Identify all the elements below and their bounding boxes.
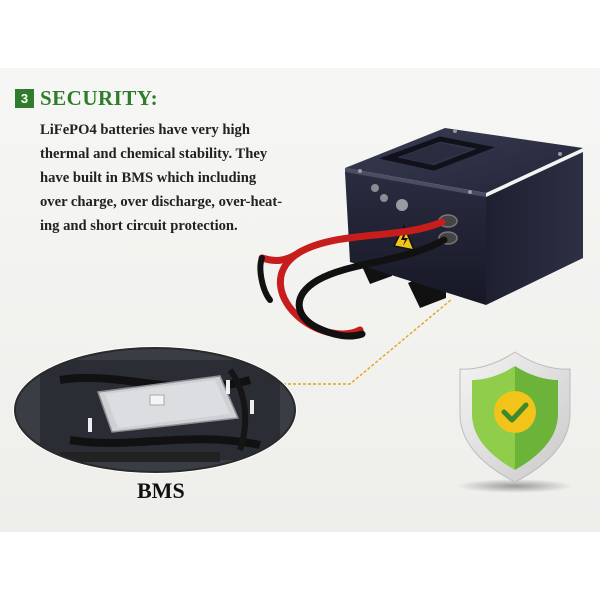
warning-lightning-icon	[392, 224, 416, 252]
description-line: over charge, over discharge, over-heat-	[40, 194, 283, 210]
description-line: LiFePO4 batteries have very high	[40, 122, 250, 138]
description-line: thermal and chemical stability. They	[40, 146, 268, 162]
bms-callout-line	[268, 298, 453, 385]
description-line: have built in BMS which including	[40, 170, 257, 186]
bms-label: BMS	[137, 478, 185, 503]
bms-circuit-board-image	[13, 346, 297, 474]
shield-check-icon	[457, 351, 573, 493]
section-heading: 3 SECURITY:	[15, 86, 158, 111]
description-line: ing and short circuit protection.	[40, 218, 238, 234]
battery-pack-image	[257, 128, 583, 340]
section-number-badge: 3	[15, 89, 34, 108]
section-description: LiFePO4 batteries have very high thermal…	[40, 118, 350, 238]
section-title: SECURITY:	[40, 86, 159, 110]
